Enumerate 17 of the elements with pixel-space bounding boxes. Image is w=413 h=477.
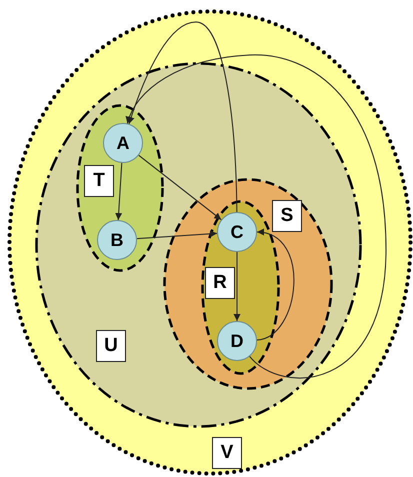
region-label: R xyxy=(205,267,235,299)
region-ellipse xyxy=(8,10,412,475)
arrow xyxy=(126,54,386,378)
region-label: V xyxy=(212,437,242,469)
region-ellipse xyxy=(35,62,362,428)
region-label: U xyxy=(96,330,126,362)
region-ellipse xyxy=(76,104,164,272)
arrow xyxy=(234,252,240,322)
region-ellipse xyxy=(163,178,333,390)
region-label: S xyxy=(272,200,302,232)
arrow xyxy=(128,22,238,212)
arrow xyxy=(138,154,222,220)
arrow xyxy=(256,230,294,341)
region-ellipse xyxy=(201,200,280,375)
region-label: T xyxy=(84,165,114,197)
arrow xyxy=(115,162,122,221)
arrow xyxy=(136,230,218,240)
